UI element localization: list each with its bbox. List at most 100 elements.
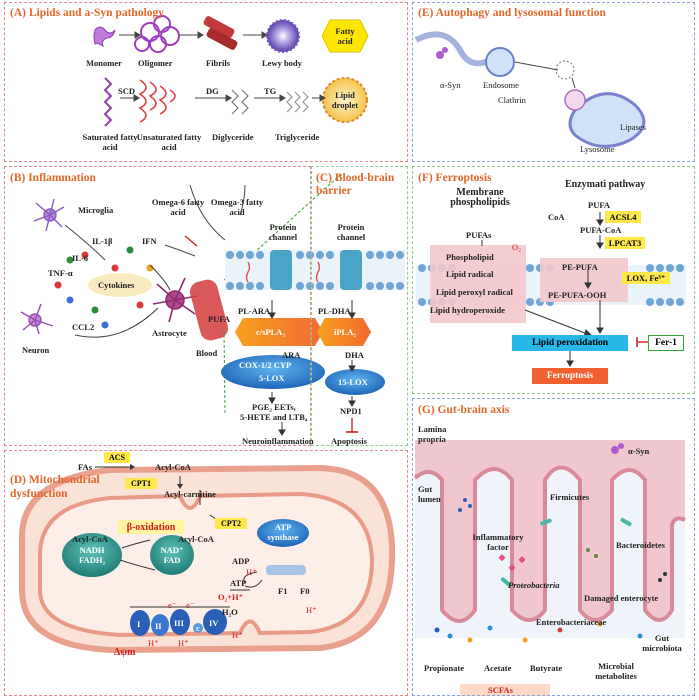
complex-iii-label: III	[174, 618, 184, 628]
butyrate-label: Butyrate	[530, 663, 563, 673]
microbial-metabolites-label: Microbial metabolites	[595, 661, 637, 681]
diglyceride-label: Diglyceride	[212, 132, 254, 142]
scfas-underline	[460, 684, 550, 696]
lipid-droplet-label: Lipid droplet	[331, 90, 359, 110]
membrane-pl-label: Membrane phospholipids	[450, 187, 510, 208]
complex-i-label: I	[137, 619, 141, 629]
astrocyte-label: Astrocyte	[152, 328, 187, 338]
tg-label: TG	[264, 86, 277, 96]
panel-a	[4, 2, 408, 162]
atp-synthase-stalk	[266, 565, 306, 575]
lewy-body-icon	[266, 19, 300, 53]
inflammatory-label: Inflammatory factor	[472, 532, 524, 552]
microglia-icon	[33, 198, 65, 232]
enzymatic-label: Enzymati pathway	[565, 179, 646, 190]
complex-ii-label: II	[155, 621, 162, 631]
cspla2-label: c/sPLA₂	[256, 327, 285, 337]
pl-ara-label: PL-ARA	[238, 306, 271, 316]
cspla2-shape	[235, 318, 323, 346]
hplus-4-label: H⁺	[178, 638, 189, 648]
complex-c-label: c	[196, 623, 200, 633]
panel-c-arrows	[268, 300, 356, 436]
panel-a-arrows	[119, 31, 326, 102]
apoptosis-label: Apoptosis	[331, 436, 367, 446]
cpt1-box: CPT1	[125, 478, 157, 489]
dpsim-label: Δψm	[114, 647, 136, 658]
acetate-label: Acetate	[484, 663, 512, 673]
blood-vessel	[189, 279, 229, 341]
fatty-acid-hexagon	[321, 19, 369, 53]
scd-label: SCD	[118, 86, 136, 96]
o2h-label: O₂+H⁺	[218, 592, 244, 602]
lipid-hydroperoxide-label: Lipid hydroperoxide	[430, 305, 506, 315]
cell-membrane-e	[414, 31, 492, 67]
unsaturated-fa-icon	[138, 79, 176, 123]
h2o-label: H₂O	[222, 607, 238, 617]
bacteroidetes-label: Bacteroidetes	[616, 540, 665, 550]
cox-label: COX-1/2 CYP	[239, 360, 292, 370]
f0-label: F0	[300, 586, 310, 596]
proteobacteria-label: Proteobacteria	[508, 580, 560, 590]
atp-synthase-head	[257, 519, 309, 547]
hplus-3-label: H⁺	[148, 638, 159, 648]
e-1-label: e⁻	[168, 600, 177, 610]
lamina-label: Lamina propria	[418, 424, 447, 444]
panel-e	[412, 2, 695, 162]
il1b-label: IL-1β	[92, 236, 113, 246]
acyl-carnitine-label: Acyl-carnitine	[164, 489, 216, 499]
fibrils-icon	[203, 16, 238, 50]
hplus-1-label: H⁺	[246, 567, 257, 577]
ferro-pink-block	[430, 245, 526, 323]
clathrin-label: Clathrin	[498, 95, 526, 105]
fibrils-label: Fibrils	[206, 58, 231, 68]
microglia-label: Microglia	[78, 205, 114, 215]
fas-label: FAs	[78, 462, 93, 472]
pe-pufa-ooh-label: PE-PUFA-OOH	[548, 290, 607, 300]
astrocyte-icon	[152, 277, 198, 323]
panel-g	[412, 398, 695, 696]
pufa-label-f: PUFA	[588, 200, 611, 210]
triglyceride-icon	[286, 91, 309, 113]
fer1-box: Fer-1	[648, 335, 684, 351]
dg-label: DG	[206, 86, 219, 96]
ferroptosis-box: Ferroptosis	[532, 368, 608, 384]
lewy-body-label: Lewy body	[262, 58, 302, 68]
protein-channel-label-1: Protein channel	[268, 222, 298, 242]
oligomer-label: Oligomer	[138, 58, 173, 68]
oligomer-icon	[134, 15, 180, 53]
saturated-fa-icon	[103, 77, 113, 127]
e-2-label: e⁻	[186, 600, 195, 610]
lysosome-icon	[568, 92, 646, 148]
pge-label: PGE₂ EETs,	[252, 402, 296, 412]
ifn-label: IFN	[142, 236, 157, 246]
asyn-icon-g	[611, 443, 624, 454]
dha-label: DHA	[345, 350, 364, 360]
panel-e-title: (E) Autophagy and lysosomal function	[418, 7, 606, 19]
propionate-label: Propionate	[424, 663, 464, 673]
panel-f	[412, 166, 695, 394]
endosome-label: Endosome	[483, 80, 519, 90]
cytokines-cloud	[88, 273, 152, 297]
monomer-label: Monomer	[86, 58, 122, 68]
cytokines-label: Cytokines	[98, 280, 135, 290]
panel-g-title: (G) Gut-brain axis	[418, 404, 510, 416]
beta-oxidation-box: β-oxidation	[118, 520, 184, 534]
lysosome-label: Lysosome	[580, 144, 615, 154]
cpt2-box: CPT2	[215, 518, 247, 529]
panel-c	[311, 166, 408, 446]
endosome-icon	[485, 47, 515, 77]
acyl-coa-left-label: Acyl-CoA	[72, 534, 108, 544]
omega6-label: Omega-6 fatty acid	[151, 197, 205, 217]
hete-label: 5-HETE and LTB₄	[240, 412, 308, 422]
acs-box: ACS	[104, 452, 130, 463]
tnfa-label: TNF-α	[48, 268, 73, 278]
ipla2-label: iPLA₂	[334, 327, 356, 337]
il6-label: IL-6	[72, 253, 89, 263]
panel-b	[4, 166, 311, 446]
lipid-droplet-icon	[322, 77, 368, 123]
asyn-label-e: α-Syn	[440, 80, 461, 90]
pl-dha-label: PL-DHA	[318, 306, 351, 316]
adp-label: ADP	[232, 556, 250, 566]
o2-label: O₂	[512, 242, 522, 252]
